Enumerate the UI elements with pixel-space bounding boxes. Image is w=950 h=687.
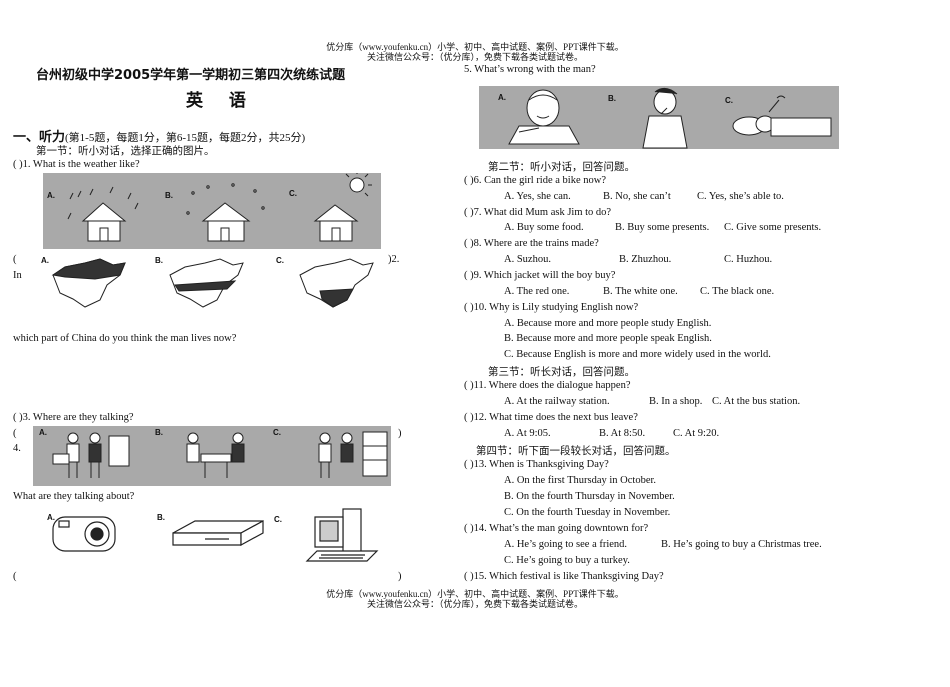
- question-4-open: (: [13, 428, 17, 439]
- computer-icon: [305, 508, 379, 562]
- question-6: ( )6. Can the girl ride a bike now?: [464, 175, 606, 186]
- question-12: ( )12. What time does the next bus leave…: [464, 412, 638, 423]
- option-label-c: C.: [289, 189, 297, 198]
- rainy-house-icon: [67, 186, 139, 242]
- dvd-player-icon: [172, 519, 264, 547]
- q6-option-b: B. No, she can’t: [603, 191, 671, 202]
- sunny-house-icon: [313, 173, 372, 242]
- q12-option-c: C. At 9:20.: [673, 428, 720, 439]
- q13-option-c: C. On the fourth Tuesday in November.: [504, 507, 671, 518]
- option-label-a: A.: [498, 93, 506, 102]
- place-illustrations: [52, 431, 388, 478]
- q9-option-c: C. The black one.: [700, 286, 775, 297]
- q6-option-c: C. Yes, she’s able to.: [697, 191, 784, 202]
- option-label-b: B.: [608, 94, 616, 103]
- option-label-a: A.: [47, 513, 55, 522]
- question-4-close: ): [398, 428, 402, 439]
- headache-man-icon: [508, 89, 580, 145]
- q12-option-a: A. At 9:05.: [504, 428, 551, 439]
- question-2-in: In: [13, 270, 22, 281]
- section-1-note: (第1-5题，每题1分，第6-15题，每题2分，共25分): [65, 132, 306, 144]
- option-label-c: C.: [276, 256, 284, 265]
- footer-line-1: 优分库（www.youfenku.cn）小学、初中、高中试题、案例、PPT课件下…: [326, 589, 624, 599]
- part-4-heading: 第四节：听下面一段较长对话，回答问题。: [476, 446, 676, 457]
- question-5: 5. What’s wrong with the man?: [464, 64, 596, 75]
- option-label-b: B.: [155, 256, 163, 265]
- question-4-number: 4.: [13, 443, 21, 454]
- camera-icon: [52, 516, 116, 552]
- place-pictures: A. B. C.: [33, 426, 391, 486]
- question-4-text: What are they talking about?: [13, 491, 135, 502]
- q8-option-a: A. Suzhou.: [504, 254, 551, 265]
- q11-option-c: C. At the bus station.: [712, 396, 801, 407]
- china-maps: [51, 258, 374, 308]
- option-label-a: A.: [41, 256, 49, 265]
- header-line-2: 关注微信公众号：（优分库），免费下载各类试题试卷。: [366, 52, 583, 62]
- q9-option-b: B. The white one.: [603, 286, 678, 297]
- question-11: ( )11. Where does the dialogue happen?: [464, 380, 631, 391]
- question-2-open: (: [13, 254, 17, 265]
- question-1: ( )1. What is the weather like?: [13, 159, 140, 170]
- weather-pictures: A. B. C.: [43, 173, 381, 249]
- option-label-c: C.: [274, 515, 282, 524]
- option-label-a: A.: [47, 191, 55, 200]
- question-9: ( )9. Which jacket will the boy buy?: [464, 270, 616, 281]
- illness-pictures: A. B. C.: [479, 86, 839, 149]
- part-3-heading: 第三节：听长对话，回答问题。: [488, 367, 635, 378]
- option-label-c: C.: [273, 428, 281, 437]
- q8-option-b: B. Zhuzhou.: [619, 254, 672, 265]
- q13-option-b: B. On the fourth Thursday in November.: [504, 491, 675, 502]
- weather-illustrations: [67, 173, 372, 242]
- q7-option-a: A. Buy some food.: [504, 222, 584, 233]
- option-label-a: A.: [39, 428, 47, 437]
- q14-option-c: C. He’s going to buy a turkey.: [504, 555, 630, 566]
- sick-in-bed-icon: [732, 95, 832, 137]
- question-10: ( )10. Why is Lily studying English now?: [464, 302, 639, 313]
- subject-title: 英 语: [186, 91, 256, 111]
- question-8: ( )8. Where are the trains made?: [464, 238, 599, 249]
- question-2-number: )2.: [388, 254, 400, 265]
- q10-option-c: C. Because English is more and more wide…: [504, 349, 771, 360]
- section-1-heading: 一、听力(第1-5题，每题1分，第6-15题，每题2分，共25分): [13, 126, 305, 146]
- question-2-text: which part of China do you think the man…: [13, 333, 237, 344]
- people-at-shop-icon: [318, 431, 388, 478]
- q7-option-c: C. Give some presents.: [724, 222, 822, 233]
- q10-option-a: A. Because more and more people study En…: [504, 318, 712, 329]
- option-label-c: C.: [725, 96, 733, 105]
- question-14: ( )14. What’s the man going downtown for…: [464, 523, 649, 534]
- q13-option-a: A. On the first Thursday in October.: [504, 475, 657, 486]
- question-13: ( )13. When is Thanksgiving Day?: [464, 459, 609, 470]
- q9-option-a: A. The red one.: [504, 286, 570, 297]
- question-15: ( )15. Which festival is like Thanksgivi…: [464, 571, 664, 582]
- header-line-1: 优分库（www.youfenku.cn）小学、初中、高中试题、案例、PPT课件下…: [326, 42, 624, 52]
- part-2-heading: 第二节：听小对话，回答问题。: [488, 162, 635, 173]
- question-3: ( )3. Where are they talking?: [13, 412, 134, 423]
- q7-option-b: B. Buy some presents.: [615, 222, 710, 233]
- illness-illustrations: [508, 88, 832, 149]
- question-7: ( )7. What did Mum ask Jim to do?: [464, 207, 612, 218]
- object-pictures: [52, 508, 379, 562]
- footer-line-2: 关注微信公众号：（优分库），免费下载各类试题试卷。: [366, 599, 583, 609]
- q6-option-a: A. Yes, she can.: [504, 191, 571, 202]
- option-label-b: B.: [155, 428, 163, 437]
- q12-option-b: B. At 8:50.: [599, 428, 646, 439]
- people-at-counter-icon: [52, 432, 130, 478]
- snowy-house-icon: [186, 183, 265, 242]
- question-5-open: (: [13, 571, 17, 582]
- option-label-b: B.: [165, 191, 173, 200]
- q8-option-c: C. Huzhou.: [724, 254, 773, 265]
- q11-option-a: A. At the railway station.: [504, 396, 610, 407]
- china-map-south-icon: [299, 258, 374, 308]
- coughing-man-icon: [642, 88, 688, 149]
- q14-option-b: B. He’s going to buy a Christmas tree.: [661, 539, 822, 550]
- question-5-close: ): [398, 571, 402, 582]
- option-label-b: B.: [157, 513, 165, 522]
- section-1-title: 一、听力: [13, 130, 66, 145]
- people-at-table-icon: [186, 432, 245, 478]
- q10-option-b: B. Because more and more people speak En…: [504, 333, 712, 344]
- q14-option-a: A. He’s going to see a friend.: [504, 539, 628, 550]
- exam-title: 台州初级中学2005学年第一学期初三第四次统练试题: [36, 68, 346, 83]
- part-1-heading: 第一节：听小对话，选择正确的图片。: [36, 146, 215, 157]
- q11-option-b: B. In a shop.: [649, 396, 703, 407]
